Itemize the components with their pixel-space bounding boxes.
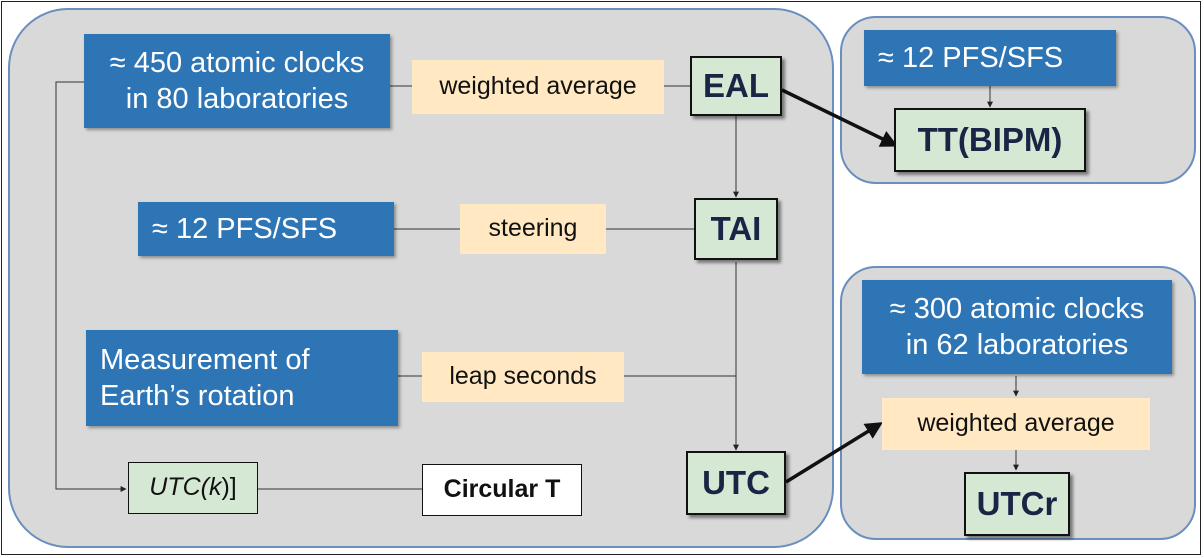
earth-rotation-box: Measurement of Earth’s rotation: [86, 330, 398, 426]
utc-k-prefix: UTC(: [149, 473, 209, 502]
utc-k-node: UTC(k)]: [128, 462, 258, 514]
atomic-clocks-right-line1: ≈ 300 atomic clocks: [889, 292, 1145, 325]
eal-node: EAL: [690, 56, 782, 116]
atomic-clocks-line2: in 80 laboratories: [125, 83, 349, 115]
atomic-clocks-box-right: ≈ 300 atomic clocks in 62 laboratories: [862, 280, 1172, 374]
arrow-eal-to-ttbipm: [781, 88, 899, 147]
arrow-utc-to-weighted: [785, 422, 883, 484]
steering-label: steering: [460, 204, 606, 254]
earth-rotation-line2: Earth’s rotation: [100, 380, 295, 412]
utc-node: UTC: [686, 451, 786, 515]
ttbipm-node: TT(BIPM): [894, 108, 1086, 172]
utc-k-suffix: )]: [221, 473, 237, 502]
circular-t-node: Circular T: [422, 464, 582, 516]
leap-seconds-label: leap seconds: [422, 352, 624, 402]
weighted-average-label-right: weighted average: [882, 398, 1150, 450]
utc-k-variable: k: [208, 473, 222, 502]
weighted-average-label: weighted average: [412, 60, 664, 114]
atomic-clocks-right-line2: in 62 laboratories: [905, 329, 1129, 361]
earth-rotation-line1: Measurement of: [100, 343, 310, 376]
pfs-sfs-box-right: ≈ 12 PFS/SFS: [864, 30, 1116, 86]
atomic-clocks-line1: ≈ 450 atomic clocks: [109, 46, 365, 79]
tai-node: TAI: [694, 198, 778, 260]
pfs-sfs-box: ≈ 12 PFS/SFS: [138, 202, 394, 256]
utcr-node: UTCr: [964, 472, 1070, 536]
line-clocks-to-utck: [55, 81, 127, 492]
atomic-clocks-box: ≈ 450 atomic clocks in 80 laboratories: [84, 34, 390, 128]
